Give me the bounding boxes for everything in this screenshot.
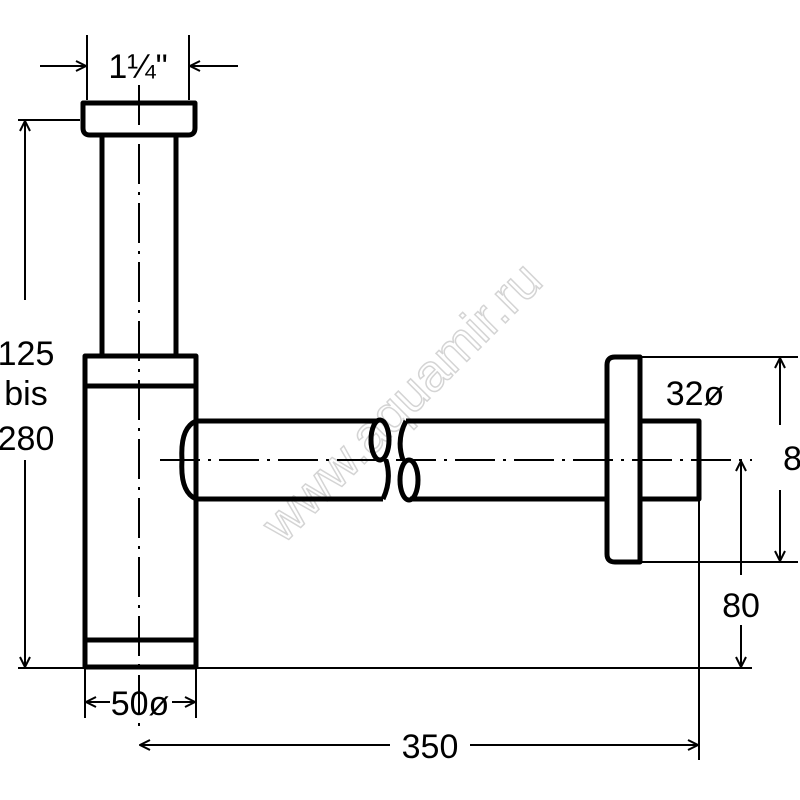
outlet-height: 80 xyxy=(722,587,760,625)
flange-height: 80 xyxy=(783,440,800,478)
height-max: 280 xyxy=(0,420,54,458)
outlet-pipe-right xyxy=(397,418,607,502)
pipe-break-right xyxy=(397,457,421,503)
length-dimension: 350 xyxy=(402,728,459,766)
outlet-diameter: 32ø xyxy=(666,375,725,413)
siphon-body xyxy=(82,353,199,670)
top-cap xyxy=(80,100,198,138)
height-min: 125 xyxy=(0,335,54,373)
pipe-break-left xyxy=(368,417,392,463)
wall-stub xyxy=(640,418,702,502)
pipe-break-left-edge xyxy=(380,459,391,501)
wall-flange xyxy=(604,354,643,565)
height-bis: bis xyxy=(4,375,47,413)
body-diameter: 50ø xyxy=(111,685,170,723)
riser-tube xyxy=(99,135,179,355)
inlet-dimension: 1¼" xyxy=(108,48,167,86)
watermark: www.aquamir.ru xyxy=(250,251,553,554)
outlet-pipe-left xyxy=(179,418,383,502)
